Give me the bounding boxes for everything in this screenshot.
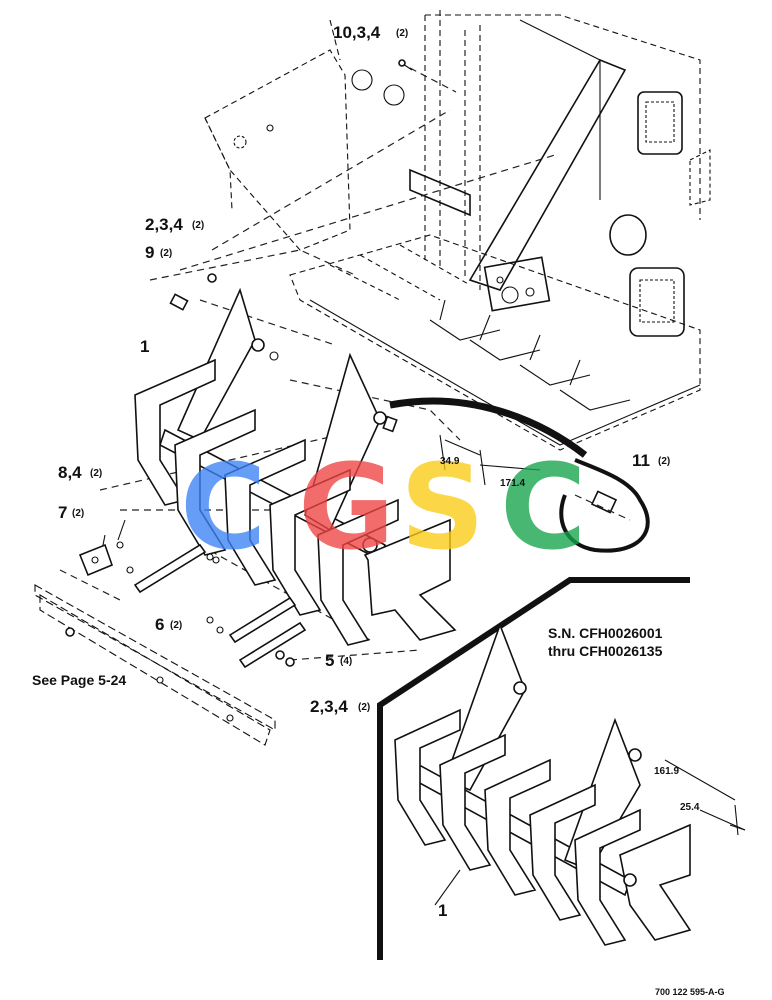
callout-10-3-4: 10,3,4 [333, 23, 381, 42]
callout-1-main: 1 [140, 337, 149, 356]
machine-frame [204, 10, 711, 451]
callout-5-qty: (4) [340, 656, 352, 667]
dimensions: 34.9 171.4 161.9 25.4 [440, 456, 700, 813]
drawing-number: 700 122 595-A-G [655, 987, 725, 997]
callout-8-4: 8,4 [58, 463, 82, 482]
callouts: 10,3,4 (2) 2,3,4 (2) 9 (2) 1 8,4 (2) 7 (… [58, 23, 670, 920]
dimension-171-4: 171.4 [500, 478, 525, 489]
callout-2-3-4-upper-qty: (2) [192, 220, 204, 231]
dimension-34-9: 34.9 [440, 456, 460, 467]
mounting-rail [34, 584, 276, 746]
callout-11: 11 [632, 451, 650, 470]
callout-2-3-4-bottom-qty: (2) [358, 702, 370, 713]
inset-panel [377, 577, 746, 960]
watermark-letter-c2: C [500, 438, 587, 576]
stripper-fingers [134, 358, 457, 646]
see-page-note: See Page 5-24 [32, 672, 126, 688]
detail-circle-11 [389, 397, 650, 553]
callout-2-3-4-bottom: 2,3,4 [310, 697, 348, 716]
watermark: C G S C [180, 438, 587, 576]
watermark-letter-g: G [298, 438, 395, 576]
notes: See Page 5-24 S.N. CFH0026001 thru CFH00… [32, 625, 725, 997]
callout-6-qty: (2) [170, 620, 182, 631]
callout-7-qty: (2) [72, 508, 84, 519]
callout-9: 9 [145, 243, 154, 262]
callout-11-qty: (2) [658, 456, 670, 467]
stripper-assembly-main [134, 287, 457, 646]
callout-8-4-qty: (2) [90, 468, 102, 479]
callout-5: 5 [325, 651, 334, 670]
dimension-161-9: 161.9 [654, 766, 679, 777]
callout-9-qty: (2) [160, 248, 172, 259]
callout-10-3-4-qty: (2) [396, 28, 408, 39]
callout-7: 7 [58, 503, 67, 522]
watermark-letter-c1: C [180, 438, 267, 576]
callout-6: 6 [155, 615, 164, 634]
callout-1-inset: 1 [438, 901, 447, 920]
serial-number-line-1: S.N. CFH0026001 [548, 625, 663, 641]
callout-2-3-4-upper: 2,3,4 [145, 215, 183, 234]
dimension-25-4: 25.4 [680, 802, 700, 813]
watermark-letter-s: S [400, 438, 485, 576]
hardware [78, 59, 413, 669]
dimension-lines-main [439, 434, 541, 486]
serial-number-line-2: thru CFH0026135 [548, 643, 663, 659]
